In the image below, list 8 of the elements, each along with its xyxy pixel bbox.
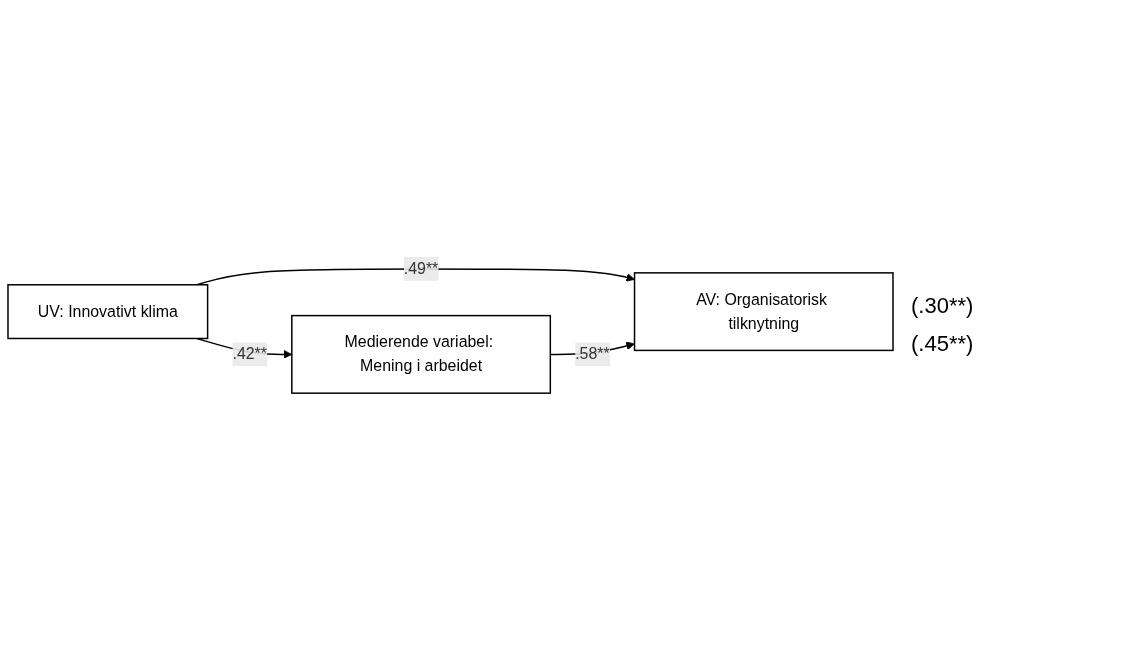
edge-label: .42** [232, 345, 267, 363]
edge-label: .58** [575, 345, 610, 363]
node-box: AV: Organisatorisk tilknytning [633, 272, 894, 352]
edge-label: .49** [403, 259, 439, 277]
node-box: Medierende variabel: Mening i arbeidet [291, 314, 552, 394]
coefficient-label: (.45**) [911, 331, 975, 357]
coefficient-label: (.30**) [911, 293, 975, 319]
node-box: UV: Innovativt klima [7, 284, 209, 340]
